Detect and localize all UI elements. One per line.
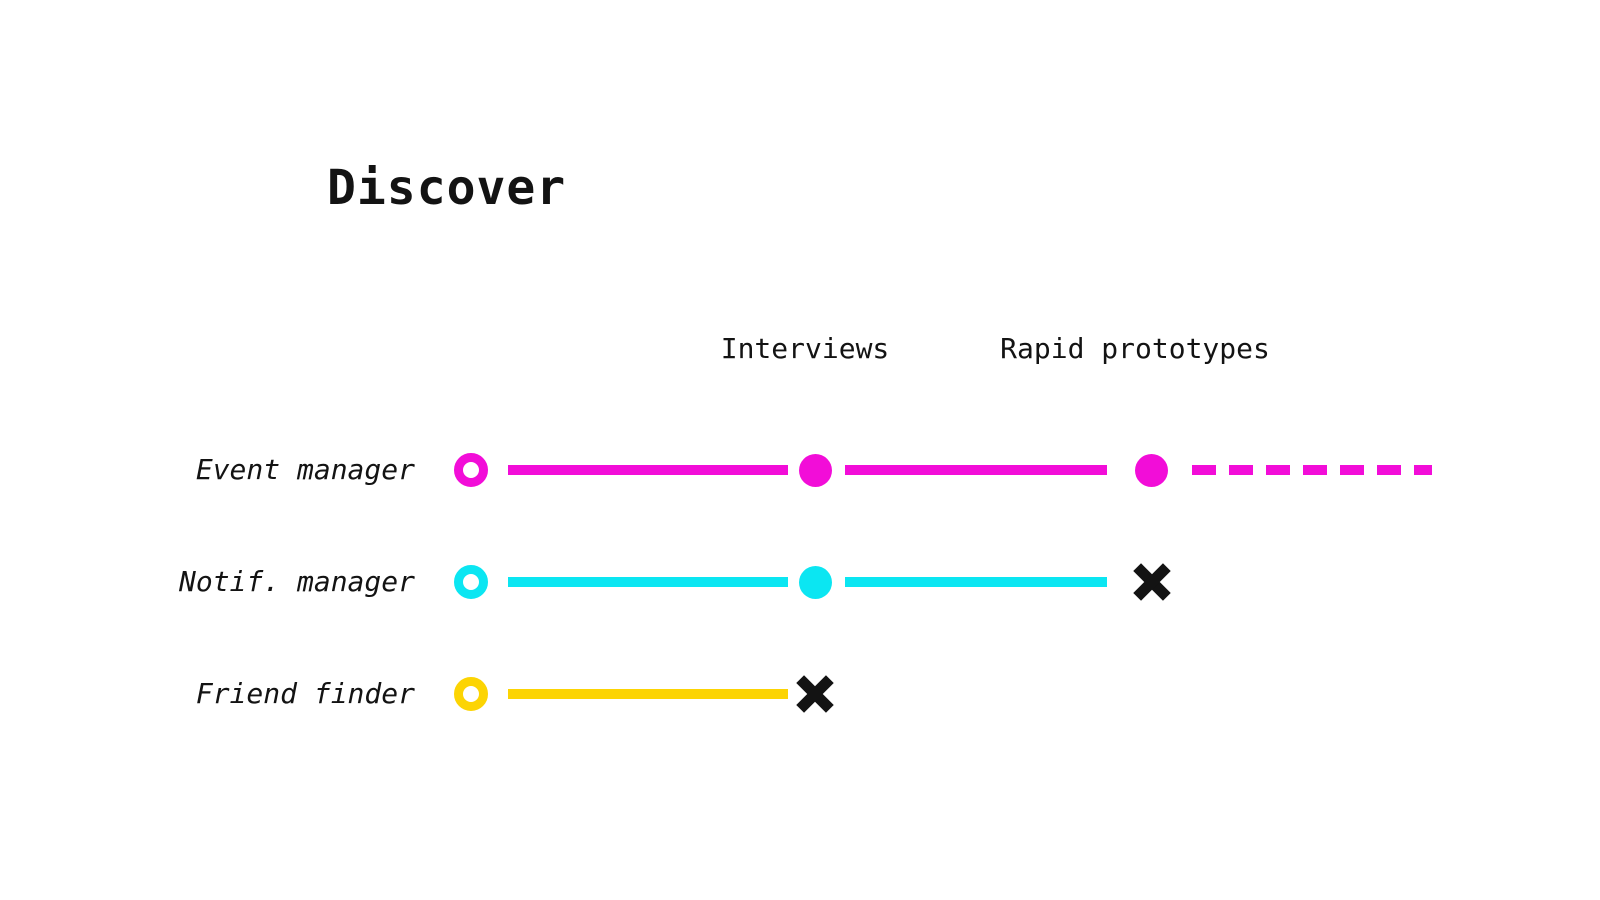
start-circle-icon	[454, 453, 488, 487]
milestone-dot-icon	[799, 566, 832, 599]
track-line-segment	[508, 465, 788, 475]
track-line-segment	[508, 689, 788, 699]
track-line-segment	[845, 465, 1107, 475]
column-header-rapid-prototypes: Rapid prototypes	[1000, 332, 1270, 365]
track-row-event-manager: Event manager	[0, 450, 1600, 490]
track-label: Notif. manager	[178, 565, 415, 598]
track-label: Friend finder	[195, 677, 415, 710]
killed-x-icon	[796, 675, 834, 713]
column-header-interviews: Interviews	[720, 332, 890, 365]
milestone-dot-icon	[1135, 454, 1168, 487]
start-circle-icon	[454, 677, 488, 711]
page-title: Discover	[327, 160, 567, 216]
track-row-friend-finder: Friend finder	[0, 674, 1600, 714]
milestone-dot-icon	[799, 454, 832, 487]
track-line-segment	[845, 577, 1107, 587]
track-label: Event manager	[195, 453, 415, 486]
killed-x-icon	[1133, 563, 1171, 601]
track-line-segment	[508, 577, 788, 587]
start-circle-icon	[454, 565, 488, 599]
track-row-notif-manager: Notif. manager	[0, 562, 1600, 602]
continuation-dashed-line	[1192, 465, 1432, 475]
